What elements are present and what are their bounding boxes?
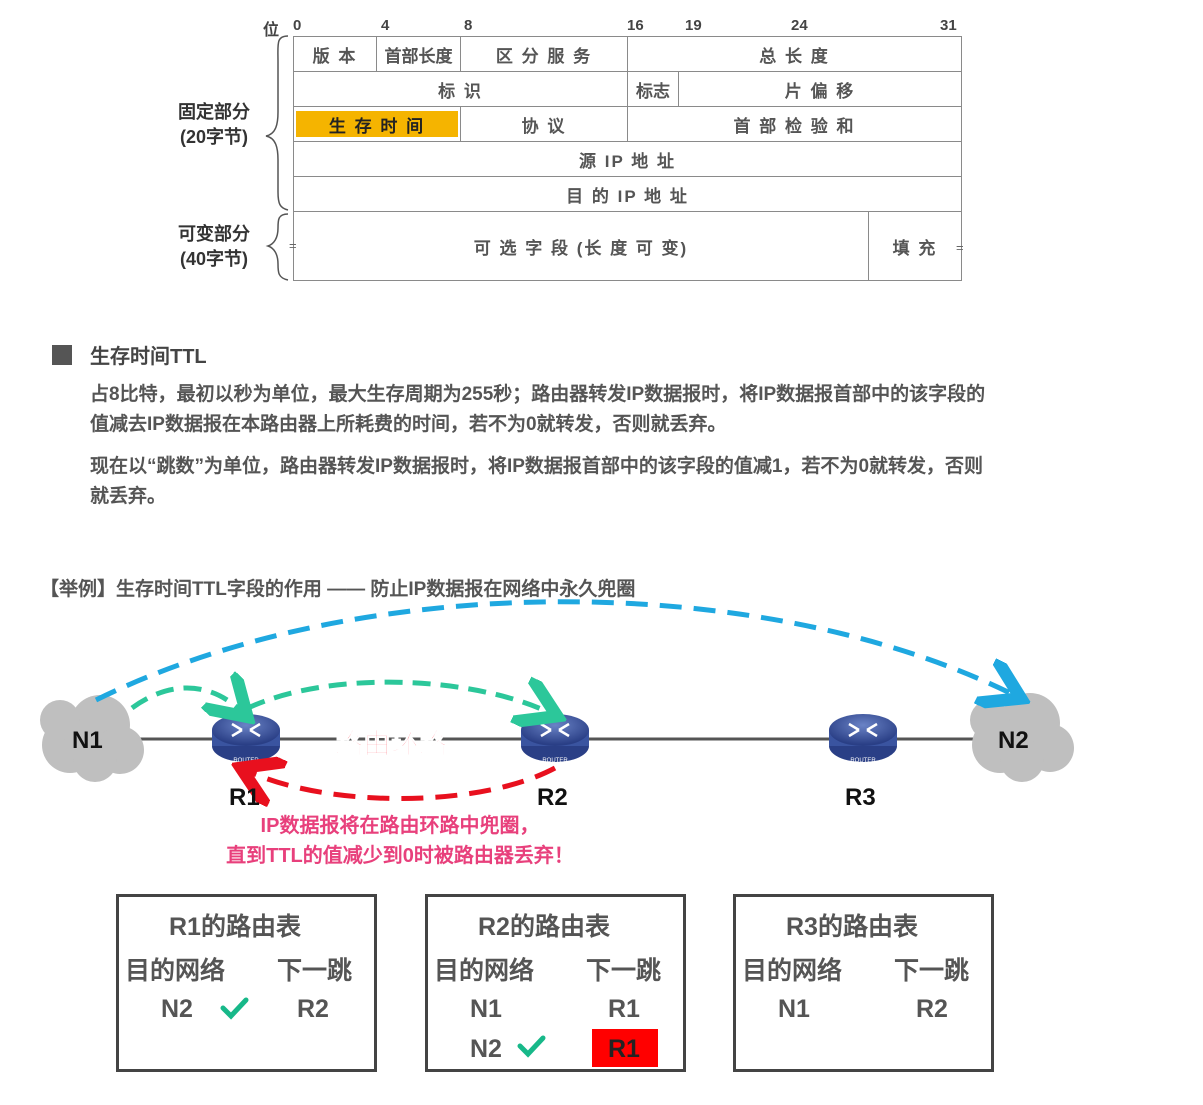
fixed-part-label: 固定部分(20字节) xyxy=(178,102,250,147)
bit-label-24: 24 xyxy=(791,17,808,34)
routing-table-r2: R2的路由表 目的网络 下一跳 N1 R1 N2 R1 xyxy=(425,894,686,1072)
green-dashed-arrow-n1-to-r1 xyxy=(130,688,240,710)
routing-table-r1: R1的路由表 目的网络 下一跳 N2 R2 xyxy=(116,894,377,1072)
r3-label: R3 xyxy=(845,784,876,811)
r2-label: R2 xyxy=(537,784,568,811)
column-header-destination: 目的网络 xyxy=(125,957,226,985)
variable-part-label: 可变部分(40字节) xyxy=(178,224,250,269)
field-identification: 标 识 xyxy=(293,71,628,107)
table-row-next-hop: R2 xyxy=(297,995,329,1023)
table-title: R3的路由表 xyxy=(786,913,918,941)
table-row-destination: N1 xyxy=(470,995,502,1023)
wavy-right-mark: = xyxy=(956,240,964,255)
ttl-description-paragraph-1: 占8比特，最初以秒为单位，最大生存周期为255秒；路由器转发IP数据报时，将IP… xyxy=(90,384,986,435)
blue-dashed-arrow-n1-to-n2 xyxy=(94,599,1012,700)
table-row-next-hop: R1 xyxy=(608,1035,640,1063)
section-title: 生存时间TTL xyxy=(90,346,207,368)
n1-label: N1 xyxy=(72,727,103,754)
wrong-next-hop-highlight xyxy=(592,1029,658,1067)
example-title: 【举例】生存时间TTL字段的作用 —— 防止IP数据报在网络中永久兜圈 xyxy=(40,579,636,600)
column-header-next-hop: 下一跳 xyxy=(586,957,662,985)
field-total-length: 总 长 度 xyxy=(627,36,962,72)
routing-table-r3: R3的路由表 目的网络 下一跳 N1 R2 xyxy=(733,894,994,1072)
network-topology: ROUTER ROUTER ROUTER xyxy=(40,599,1074,820)
field-flags: 标志 xyxy=(627,71,679,107)
table-title: R1的路由表 xyxy=(169,913,301,941)
ttl-description-paragraph-2: 现在以“跳数”为单位，路由器转发IP数据报时，将IP数据报首部中的该字段的值减1… xyxy=(90,456,984,507)
field-header-checksum: 首 部 检 验 和 xyxy=(627,106,962,142)
router-r3-icon: ROUTER xyxy=(829,714,897,764)
router-r1-icon: ROUTER xyxy=(212,714,280,764)
bit-label-4: 4 xyxy=(381,17,390,34)
checkmark-icon xyxy=(220,997,249,1020)
bit-label-19: 19 xyxy=(685,17,702,34)
field-destination-ip: 目 的 IP 地 址 xyxy=(293,176,962,212)
r1-label: R1 xyxy=(229,784,260,811)
column-header-destination: 目的网络 xyxy=(434,957,535,985)
wavy-left-mark: = xyxy=(289,238,297,253)
table-row-destination: N1 xyxy=(778,995,810,1023)
red-dashed-arrow-r2-to-r1 xyxy=(250,768,557,799)
router-r2-icon: ROUTER xyxy=(521,714,589,764)
svg-text:ROUTER: ROUTER xyxy=(233,758,259,764)
bit-axis-label: 位 xyxy=(263,22,280,39)
field-header-length: 首部长度 xyxy=(376,36,461,72)
bit-label-31: 31 xyxy=(940,17,957,34)
field-options: 可 选 字 段 (长 度 可 变) xyxy=(293,211,869,281)
svg-text:ROUTER: ROUTER xyxy=(542,758,568,764)
field-ttl-cell: 生 存 时 间 xyxy=(293,106,461,142)
n2-label: N2 xyxy=(998,727,1029,754)
field-differentiated-services: 区 分 服 务 xyxy=(460,36,628,72)
field-version: 版 本 xyxy=(293,36,377,72)
column-header-next-hop: 下一跳 xyxy=(894,957,970,985)
table-title: R2的路由表 xyxy=(478,913,610,941)
green-dashed-arrow-r1-to-r2 xyxy=(246,682,548,712)
section-bullet-square xyxy=(52,345,72,365)
cloud-n2-icon xyxy=(970,693,1074,782)
table-row-next-hop: R1 xyxy=(608,995,640,1023)
field-fragment-offset: 片 偏 移 xyxy=(678,71,962,107)
routing-loop-label: 路由环路 xyxy=(334,728,448,760)
brace-graphics xyxy=(265,35,289,281)
column-header-next-hop: 下一跳 xyxy=(277,957,353,985)
column-header-destination: 目的网络 xyxy=(742,957,843,985)
bit-label-8: 8 xyxy=(464,17,473,34)
cloud-n1-icon xyxy=(40,695,144,782)
svg-text:ROUTER: ROUTER xyxy=(850,758,876,764)
loop-note: IP数据报将在路由环路中兜圈， 直到TTL的值减少到0时被路由器丢弃！ xyxy=(226,815,574,867)
bit-label-16: 16 xyxy=(627,17,644,34)
field-ttl-highlight: 生 存 时 间 xyxy=(296,111,458,137)
table-row-destination: N2 xyxy=(161,995,193,1023)
field-padding: 填 充 xyxy=(868,211,962,281)
bit-label-0: 0 xyxy=(293,17,302,34)
field-protocol: 协 议 xyxy=(460,106,628,142)
table-row-destination: N2 xyxy=(470,1035,502,1063)
table-row-next-hop: R2 xyxy=(916,995,948,1023)
field-source-ip: 源 IP 地 址 xyxy=(293,141,962,177)
checkmark-icon xyxy=(517,1035,546,1058)
